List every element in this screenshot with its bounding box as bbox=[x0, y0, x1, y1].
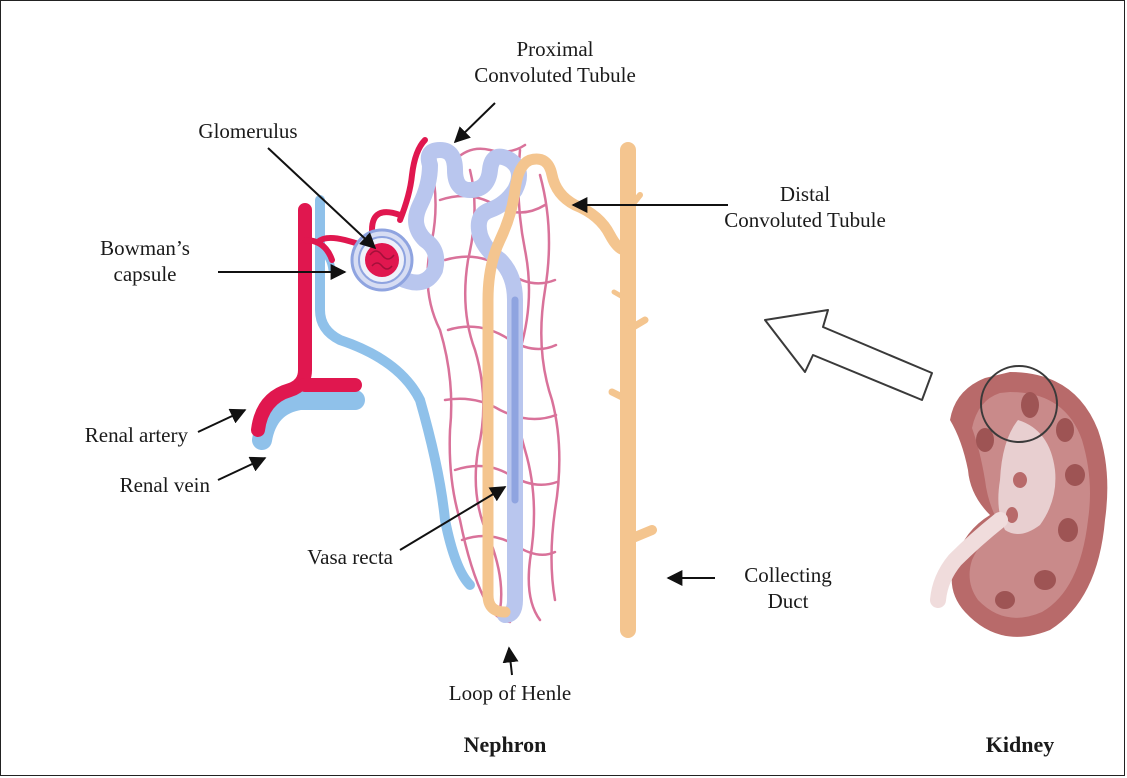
label-proximal-line1: Proximal bbox=[430, 36, 680, 62]
zoom-arrow-icon bbox=[765, 310, 932, 400]
label-renal-vein: Renal vein bbox=[40, 472, 210, 498]
arrow-proximal bbox=[455, 103, 495, 142]
label-distal-convoluted-tubule: Distal Convoluted Tubule bbox=[690, 181, 920, 233]
kidney-illustration bbox=[938, 372, 1107, 637]
arrow-loop-of-henle bbox=[509, 648, 512, 675]
label-bowmans-capsule: Bowman’s capsule bbox=[75, 235, 215, 287]
label-collecting-line1: Collecting bbox=[718, 562, 858, 588]
label-distal-line1: Distal bbox=[690, 181, 920, 207]
arrow-renal-vein bbox=[218, 458, 265, 480]
collecting-duct-tube bbox=[612, 150, 652, 630]
label-proximal-line2: Convoluted Tubule bbox=[430, 62, 680, 88]
caption-nephron: Nephron bbox=[430, 732, 580, 758]
label-glomerulus: Glomerulus bbox=[168, 118, 328, 144]
glomerulus-tuft bbox=[365, 243, 399, 277]
label-loop-of-henle: Loop of Henle bbox=[410, 680, 610, 706]
label-vasa-recta: Vasa recta bbox=[250, 544, 393, 570]
proximal-tubule-and-loop bbox=[400, 150, 519, 615]
label-bowman-line2: capsule bbox=[75, 261, 215, 287]
arrow-renal-artery bbox=[198, 410, 245, 432]
label-bowman-line1: Bowman’s bbox=[75, 235, 215, 261]
label-proximal-convoluted-tubule: Proximal Convoluted Tubule bbox=[430, 36, 680, 88]
label-renal-artery: Renal artery bbox=[20, 422, 188, 448]
label-collecting-line2: Duct bbox=[718, 588, 858, 614]
caption-kidney: Kidney bbox=[955, 732, 1085, 758]
label-collecting-duct: Collecting Duct bbox=[718, 562, 858, 614]
label-distal-line2: Convoluted Tubule bbox=[690, 207, 920, 233]
